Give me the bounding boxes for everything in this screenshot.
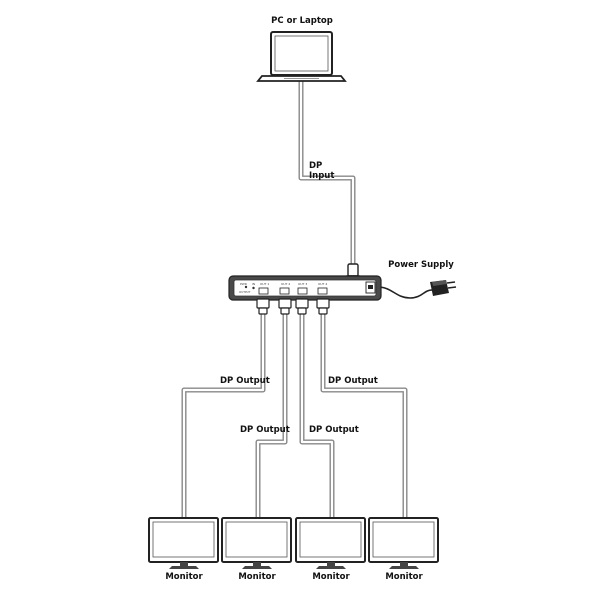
dp-output-cable-1-core — [182, 310, 265, 521]
monitor-3-icon — [295, 517, 366, 569]
monitor-3-label: Monitor — [312, 572, 350, 582]
dp-output-label-3: DP Output — [309, 425, 359, 435]
cables — [181, 77, 433, 522]
output-connector-3-icon — [295, 298, 309, 309]
splitter-pwr-label: PWR — [240, 282, 247, 286]
power-supply-label: Power Supply — [388, 260, 454, 270]
dp-output-cable-3-outer — [299, 309, 335, 522]
dp-output-cable-4-core — [321, 310, 407, 521]
source-label: PC or Laptop — [271, 16, 333, 26]
monitor-2-icon — [221, 517, 292, 569]
port-label-2: OUT 2 — [281, 282, 290, 286]
laptop-icon — [256, 31, 347, 82]
dp-output-cable-4-outer — [320, 309, 408, 522]
monitor-2-label: Monitor — [238, 572, 276, 582]
power-adapter-icon — [430, 280, 457, 296]
monitor-1-icon — [148, 517, 219, 569]
output-port-4 — [317, 287, 328, 295]
output-port-1 — [258, 287, 269, 295]
power-led-icon — [244, 285, 248, 289]
output-port-2 — [279, 287, 290, 295]
monitor-4-icon — [368, 517, 439, 569]
dp-output-label-1: DP Output — [220, 376, 270, 386]
port-label-1: OUT 1 — [260, 282, 269, 286]
output-connector-4-icon — [316, 298, 330, 309]
power-cable — [377, 286, 433, 299]
dp-output-cable-2-core — [256, 310, 287, 521]
dp-splitter-device: PWR IN OUTPUT OUT 1 OUT 2 OUT 3 OUT 4 — [228, 275, 382, 301]
output-connector-1-icon — [256, 298, 270, 309]
dp-output-cable-1-outer — [181, 309, 266, 522]
port-label-3: OUT 3 — [298, 282, 307, 286]
dp-output-connectors — [256, 298, 330, 315]
monitor-4-label: Monitor — [385, 572, 423, 582]
dp-input-label-line1: DP — [309, 161, 322, 171]
port-label-4: OUT 4 — [318, 282, 327, 286]
splitter-output-label: OUTPUT — [239, 290, 251, 294]
dp-output-label-2: DP Output — [240, 425, 290, 435]
dp-output-cable-3-core — [300, 310, 334, 521]
output-connector-2-icon — [278, 298, 292, 309]
output-port-3 — [297, 287, 308, 295]
dp-input-label-line2: Input — [309, 171, 334, 181]
dp-input-cable-core — [299, 78, 355, 270]
input-led-icon — [252, 286, 255, 290]
dp-output-label-4: DP Output — [328, 376, 378, 386]
splitter-in-label: IN — [252, 282, 255, 286]
monitor-1-label: Monitor — [165, 572, 203, 582]
